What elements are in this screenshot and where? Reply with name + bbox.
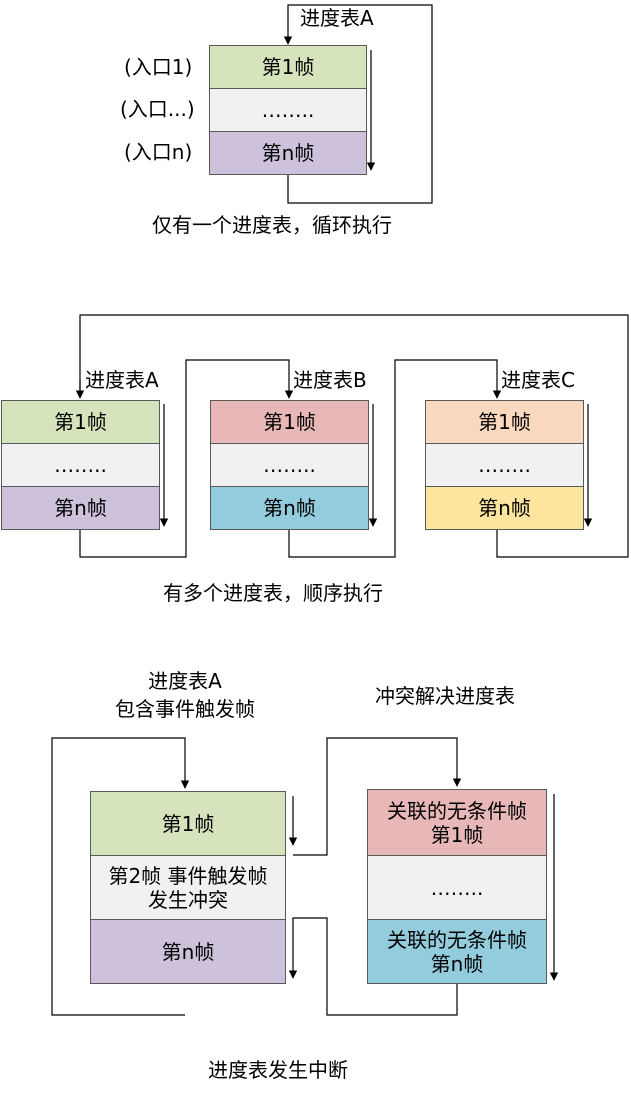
loop-line-d3 — [51, 737, 190, 1016]
d2-a-frame-first: 第1帧 — [1, 400, 160, 444]
d3-left-title-1: 进度表A — [148, 669, 222, 693]
link-a-b — [79, 359, 294, 558]
d2-c-frame-last: 第n帧 — [425, 486, 584, 530]
loop-line-d2 — [79, 314, 629, 558]
d3-right-first-line-2: 第1帧 — [430, 822, 484, 847]
d2-table-b-label: 进度表B — [293, 368, 367, 392]
d1-caption: 仅有一个进度表，循环执行 — [152, 213, 392, 237]
d1-frame-mid: …….. — [209, 88, 367, 132]
link-b-c — [288, 359, 502, 558]
d3-left-frame-last: 第n帧 — [90, 919, 286, 984]
d2-a-frame-mid: …….. — [1, 443, 160, 487]
d1-entry-n: (入口n) — [124, 140, 193, 164]
d3-caption: 进度表发生中断 — [208, 1058, 348, 1082]
d3-right-title: 冲突解决进度表 — [375, 684, 515, 708]
link-return — [288, 917, 458, 1016]
d1-table-label: 进度表A — [300, 6, 374, 30]
d3-right-frame-mid: …….. — [367, 855, 547, 920]
d3-right-frame-first: 关联的无条件帧 第1帧 — [367, 789, 547, 856]
d2-table-c-label: 进度表C — [501, 368, 575, 392]
d3-right-last-line-1: 关联的无条件帧 — [387, 927, 527, 952]
d2-b-frame-first: 第1帧 — [210, 400, 369, 444]
d3-right-frame-last: 关联的无条件帧 第n帧 — [367, 919, 547, 984]
d1-entry-mid: (入口...) — [120, 97, 195, 121]
d2-b-frame-last: 第n帧 — [210, 486, 369, 530]
d2-caption: 有多个进度表，顺序执行 — [163, 581, 383, 605]
d3-left-title-2: 包含事件触发帧 — [115, 697, 255, 721]
d1-frame-last: 第n帧 — [209, 131, 367, 175]
d1-frame-first: 第1帧 — [209, 45, 367, 89]
d2-table-a-label: 进度表A — [85, 368, 159, 392]
loop-line-d1 — [283, 4, 433, 204]
link-to-conflict-table — [293, 737, 462, 856]
d3-right-last-line-2: 第n帧 — [430, 951, 484, 976]
d3-conflict-line-1: 第2帧 事件触发帧 — [108, 863, 268, 888]
d2-b-frame-mid: …….. — [210, 443, 369, 487]
d3-right-first-line-1: 关联的无条件帧 — [387, 798, 527, 823]
d3-left-frame-first: 第1帧 — [90, 791, 286, 856]
d1-entry-1: (入口1) — [124, 55, 193, 79]
d3-conflict-line-2: 发生冲突 — [148, 887, 228, 912]
d3-left-frame-conflict: 第2帧 事件触发帧 发生冲突 — [90, 855, 286, 920]
d2-c-frame-mid: …….. — [425, 443, 584, 487]
d2-c-frame-first: 第1帧 — [425, 400, 584, 444]
d2-a-frame-last: 第n帧 — [1, 486, 160, 530]
